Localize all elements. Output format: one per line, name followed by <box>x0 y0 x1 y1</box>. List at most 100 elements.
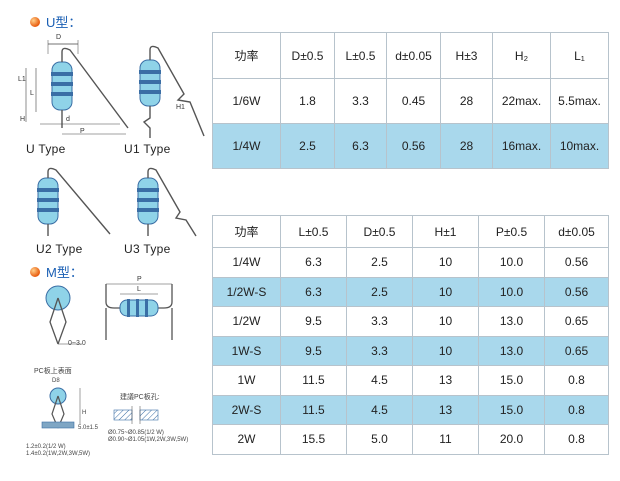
table-cell: 9.5 <box>280 335 347 366</box>
table-cell: 28 <box>440 78 493 124</box>
table-row: 1W-S 9.5 3.3 10 13.0 0.65 <box>212 335 609 366</box>
table-cell: 22max. <box>492 78 551 124</box>
table-row: 1/6W 1.8 3.3 0.45 28 22max. 5.5max. <box>212 78 609 124</box>
table-cell: 2.5 <box>346 247 413 278</box>
pcb-mount-drawing <box>41 387 81 429</box>
table-cell: 0.8 <box>544 424 609 455</box>
table-cell: 2W <box>212 424 281 455</box>
m-type-spec-table: 功率 L±0.5 D±0.5 H±1 P±0.5 d±0.05 1/4W 6.3… <box>212 215 609 455</box>
table-cell: 28 <box>440 123 493 169</box>
dim-H-label: H <box>20 116 26 123</box>
header-P: P±0.5 <box>478 215 545 248</box>
u-type-spec-table: 功率 D±0.5 L±0.5 d±0.05 H±3 H₂ L₁ 1/6W 1.8… <box>212 32 609 169</box>
table-cell: 1/4W <box>212 247 281 278</box>
table-row: 1W 11.5 4.5 13 15.0 0.8 <box>212 365 609 396</box>
table-cell: 10max. <box>550 123 609 169</box>
table-cell: 13 <box>412 365 479 396</box>
u-type-section-title: U型： <box>30 12 81 31</box>
pcb-note-2: 1.4±0.2(1W,2W,3W,5W) <box>26 451 90 457</box>
table-cell: 0.56 <box>544 247 609 278</box>
header-d: d±0.05 <box>386 32 441 79</box>
table-cell: 20.0 <box>478 424 545 455</box>
table-cell: 0.56 <box>544 276 609 307</box>
table-cell: 13.0 <box>478 335 545 366</box>
table-cell: 10.0 <box>478 276 545 307</box>
table-row: 2W 15.5 5.0 11 20.0 0.8 <box>212 424 609 455</box>
table-cell: 16max. <box>492 123 551 169</box>
header-H2: H₂ <box>492 32 551 79</box>
table-header-row: 功率 L±0.5 D±0.5 H±1 P±0.5 d±0.05 <box>212 215 609 248</box>
table-row: 1/2W-S 6.3 2.5 10 10.0 0.56 <box>212 276 609 307</box>
pcb-hole-note-2: Ø0.90~Ø1.05(1W,2W,3W,5W) <box>108 437 189 443</box>
table-cell: 10 <box>412 306 479 337</box>
table-cell: 3.3 <box>346 306 413 337</box>
table-cell: 6.3 <box>334 123 387 169</box>
header-d: d±0.05 <box>544 215 609 248</box>
table-cell: 4.5 <box>346 394 413 425</box>
table-cell: 0.65 <box>544 306 609 337</box>
dim-L-label: L <box>30 90 34 97</box>
header-power: 功率 <box>212 32 281 79</box>
m-type-title-text: M型： <box>46 265 83 280</box>
table-cell: 1/6W <box>212 78 281 124</box>
table-header-row: 功率 D±0.5 L±0.5 d±0.05 H±3 H₂ L₁ <box>212 32 609 79</box>
header-H: H±3 <box>440 32 493 79</box>
table-cell: 13 <box>412 394 479 425</box>
dim-d-label: d <box>66 116 70 123</box>
m-type-side-view <box>105 283 173 340</box>
table-cell: 11.5 <box>280 394 347 425</box>
pcb-hole-note-1: Ø0.75~Ø0.85(1/2 W) <box>108 430 164 436</box>
dim-P-label: P <box>80 128 85 135</box>
table-cell: 6.3 <box>280 247 347 278</box>
table-cell: 15.0 <box>478 365 545 396</box>
table-cell: 10 <box>412 247 479 278</box>
header-H: H±1 <box>412 215 479 248</box>
u1-type-label: U1 Type <box>124 142 171 156</box>
table-cell: 0.56 <box>386 123 441 169</box>
table-cell: 2.5 <box>280 123 335 169</box>
u2-type-drawing <box>37 167 111 236</box>
pcb-hole-title: 建議PC板孔: <box>120 394 160 401</box>
table-row: 1/4W 2.5 6.3 0.56 28 16max. 10max. <box>212 123 609 169</box>
table-cell: 0.45 <box>386 78 441 124</box>
pcb-dim-label: 5.0±1.5 <box>78 425 98 431</box>
header-D: D±0.5 <box>346 215 413 248</box>
dim-H1-label: H1 <box>176 104 185 111</box>
pcb-hole-drawing <box>113 406 159 424</box>
table-row: 1/4W 6.3 2.5 10 10.0 0.56 <box>212 247 609 278</box>
dim-L1-label: L1 <box>18 76 26 83</box>
u3-type-label: U3 Type <box>124 242 171 256</box>
table-cell: 1.8 <box>280 78 335 124</box>
table-cell: 4.5 <box>346 365 413 396</box>
table-cell: 9.5 <box>280 306 347 337</box>
bullet-icon <box>30 16 40 27</box>
bullet-icon <box>30 266 40 277</box>
table-cell: 10.0 <box>478 247 545 278</box>
table-cell: 15.5 <box>280 424 347 455</box>
header-L: L±0.5 <box>280 215 347 248</box>
u3-type-drawing <box>137 167 197 237</box>
u2-type-label: U2 Type <box>36 242 83 256</box>
table-cell: 1W <box>212 365 281 396</box>
header-L1: L₁ <box>550 32 609 79</box>
table-cell: 10 <box>412 276 479 307</box>
table-cell: 1W-S <box>212 335 281 366</box>
u-type-label: U Type <box>26 142 66 156</box>
table-cell: 13.0 <box>478 306 545 337</box>
table-cell: 2.5 <box>346 276 413 307</box>
table-cell: 3.3 <box>334 78 387 124</box>
m-P-label: P <box>137 276 142 283</box>
header-D: D±0.5 <box>280 32 335 79</box>
pcb-H-label: H <box>82 410 87 416</box>
table-cell: 0.8 <box>544 365 609 396</box>
header-L: L±0.5 <box>334 32 387 79</box>
table-cell: 0.65 <box>544 335 609 366</box>
table-cell: 1/2W-S <box>212 276 281 307</box>
table-cell: 10 <box>412 335 479 366</box>
table-row: 1/2W 9.5 3.3 10 13.0 0.65 <box>212 306 609 337</box>
table-cell: 5.5max. <box>550 78 609 124</box>
table-cell: 5.0 <box>346 424 413 455</box>
pcb-d8-label: D8 <box>52 378 60 384</box>
table-cell: 0.8 <box>544 394 609 425</box>
table-cell: 2W-S <box>212 394 281 425</box>
